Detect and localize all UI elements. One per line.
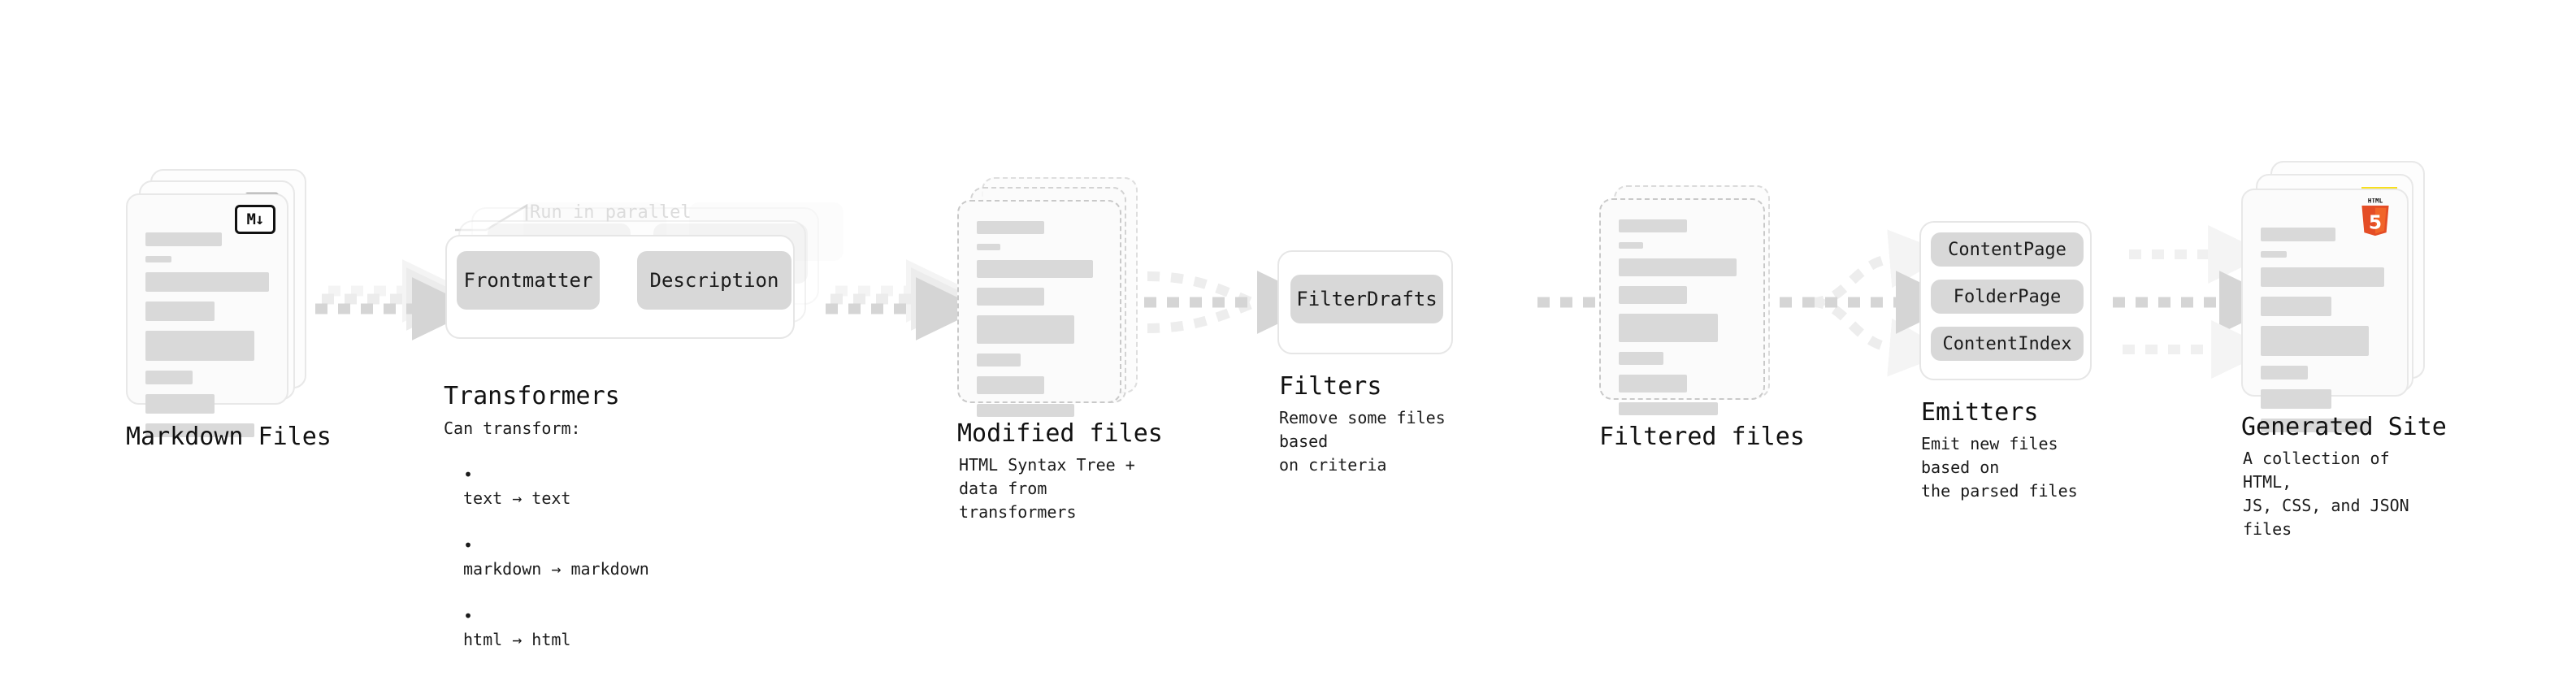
transformers-subtitle: Can transform: — [444, 419, 581, 438]
svg-text:HTML: HTML — [2368, 198, 2383, 205]
markdown-card-front: M↓ — [126, 193, 288, 437]
stage-filtered-files: Filtered files — [1599, 185, 1805, 451]
filtered-files-title: Filtered files — [1599, 423, 1805, 451]
stage-generated-site: CSS HTML 5 — [2241, 161, 2447, 539]
stage-transformers: Frontmatter Description Run in parallel … — [444, 202, 843, 649]
bullet-dot: • — [463, 606, 474, 626]
emitters-panel: ContentPage FolderPage ContentIndex — [1919, 221, 2092, 380]
stage-modified-files: Modified files HTML Syntax Tree + data f… — [957, 177, 1163, 522]
emitters-chip-folderpage[interactable]: FolderPage — [1931, 280, 2084, 314]
connector-markdown-to-transformers — [315, 259, 478, 340]
html5-number: 5 — [2369, 212, 2382, 234]
modified-files-title: Modified files — [957, 419, 1163, 448]
modified-card-content — [977, 221, 1102, 417]
generated-site-title: Generated Site — [2241, 413, 2447, 441]
markdown-card-content — [145, 232, 269, 437]
bullet-dot: • — [463, 536, 474, 555]
generated-site-subtitle: A collection of HTML, JS, CSS, and JSON … — [2243, 449, 2409, 539]
filters-subtitle: Remove some files based on criteria — [1279, 408, 1446, 475]
transformer-panel-front: Frontmatter Description — [445, 235, 795, 339]
site-card-content — [2261, 228, 2389, 432]
emitters-title: Emitters — [1921, 398, 2039, 427]
bullet-text-2: html → html — [463, 630, 571, 649]
site-card-front: HTML 5 — [2241, 189, 2409, 432]
filters-panel: FilterDrafts — [1277, 250, 1453, 354]
html5-shield-icon: HTML 5 — [2361, 197, 2389, 236]
connector-emitters-to-site — [2113, 225, 2285, 379]
filters-chip-filterdrafts[interactable]: FilterDrafts — [1290, 275, 1443, 323]
connector-modified-to-filters — [1144, 271, 1323, 334]
connector-transformers-to-modified — [826, 259, 982, 340]
bullet-dot: • — [463, 465, 474, 484]
emitters-chip-contentindex[interactable]: ContentIndex — [1931, 327, 2084, 361]
run-in-parallel-label: Run in parallel — [530, 202, 692, 223]
filtered-card-content — [1619, 219, 1746, 415]
filters-title: Filters — [1279, 372, 1382, 401]
stage-emitters: ContentPage FolderPage ContentIndex Emit… — [1919, 221, 2092, 501]
markdown-files-title: Markdown Files — [126, 423, 332, 451]
modified-files-subtitle: HTML Syntax Tree + data from transformer… — [959, 455, 1135, 522]
stage-markdown-files: M↓ M↓ M↓ Markdown Files — [126, 169, 332, 451]
transformer-chip-description[interactable]: Description — [637, 251, 791, 310]
bullet-text-0: text → text — [463, 488, 571, 508]
modified-card-front — [957, 200, 1121, 417]
transformer-chip-frontmatter[interactable]: Frontmatter — [457, 251, 600, 310]
stage-filters: FilterDrafts Filters Remove some files b… — [1277, 250, 1453, 475]
emitters-subtitle: Emit new files based on the parsed files — [1921, 434, 2078, 501]
markdown-badge: M↓ — [235, 205, 275, 234]
filtered-card-front — [1599, 198, 1765, 415]
emitters-chip-contentpage[interactable]: ContentPage — [1931, 232, 2084, 267]
connector-filtered-to-emitters — [1780, 229, 1962, 377]
transformers-title: Transformers — [444, 382, 620, 410]
html5-badge: HTML 5 — [2357, 197, 2394, 241]
bullet-text-1: markdown → markdown — [463, 559, 649, 579]
transformers-bullets: • text → text • markdown → markdown • ht… — [463, 440, 649, 675]
